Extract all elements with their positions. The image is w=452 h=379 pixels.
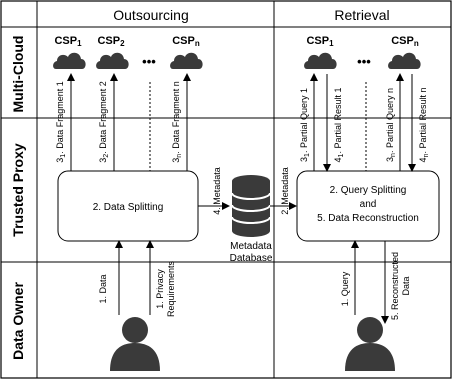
- cloud-icon: [388, 52, 421, 69]
- fragment-n-label: 3n. Data Fragment n: [171, 81, 183, 162]
- retrieval-ellipsis-dots: •••: [357, 54, 371, 69]
- retrieval-csp-n-label: CSPn: [391, 35, 419, 48]
- cloud-icon: [96, 52, 129, 69]
- csp-n-label: CSPn: [172, 35, 200, 48]
- user-icon: [345, 317, 395, 371]
- cloud-icon: [53, 52, 86, 69]
- user-icon: [110, 317, 160, 371]
- cloud-icon: [170, 52, 203, 69]
- csp-2-label: CSP2: [97, 35, 125, 48]
- query-splitting-and-label: and: [360, 199, 377, 210]
- metadata-load-label: 2. Metadata: [280, 167, 290, 215]
- privacy-requirements-label-1: 1. Privacy: [155, 269, 165, 309]
- partial-query-1-label: 31. Partial Query 1: [299, 88, 311, 162]
- database-label-line2: Database: [230, 253, 273, 264]
- ellipsis-dots: •••: [142, 54, 156, 69]
- database-label-line1: Metadata: [230, 241, 272, 252]
- query-input-label: 1. Query: [340, 271, 350, 306]
- fragment-1-label: 31. Data Fragment 1: [55, 81, 67, 162]
- reconstructed-data-label-1: 5. Reconstructed: [390, 252, 400, 320]
- metadata-store-label: 4. Metadata: [212, 167, 222, 215]
- fragment-2-label: 32. Data Fragment 2: [98, 81, 110, 162]
- partial-result-n-label: 4n. Partial Result n: [418, 88, 430, 163]
- partial-result-1-label: 41. Partial Result 1: [333, 88, 345, 163]
- partial-query-n-label: 3n. Partial Query n: [385, 88, 397, 162]
- reconstructed-data-label-2: Data: [401, 276, 411, 295]
- cloud-icon: [304, 52, 337, 69]
- retrieval-csp-1-label: CSP1: [306, 35, 334, 48]
- query-splitting-box: [296, 170, 440, 242]
- data-input-label: 1. Data: [98, 274, 108, 303]
- lane-label-data-owner: Data Owner: [10, 282, 26, 360]
- lane-label-multi-cloud: Multi-Cloud: [10, 36, 26, 113]
- query-splitting-label: 2. Query Splitting: [330, 185, 407, 196]
- data-splitting-label: 2. Data Splitting: [93, 202, 164, 213]
- lane-label-trusted-proxy: Trusted Proxy: [10, 143, 26, 237]
- outsourcing-header: Outsourcing: [113, 7, 188, 23]
- csp-1-label: CSP1: [54, 35, 82, 48]
- database-icon: [231, 175, 271, 237]
- privacy-requirements-label-2: Requirements: [166, 260, 176, 317]
- retrieval-header: Retrieval: [334, 7, 389, 23]
- data-reconstruction-label: 5. Data Reconstruction: [317, 213, 419, 224]
